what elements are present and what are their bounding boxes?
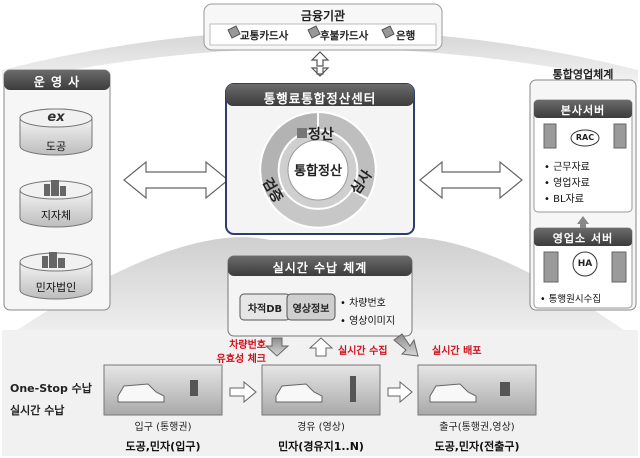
center-core: 통합정산 — [294, 164, 342, 179]
sales-title: 통합영업체계 — [552, 68, 614, 81]
booth-icon — [190, 376, 510, 402]
rac-label: RAC — [575, 133, 595, 142]
stage-sub: 도공,민자(전출구) — [434, 440, 520, 453]
drum-doro — [19, 108, 93, 156]
ha-label: HA — [577, 259, 593, 269]
ha-badge — [572, 251, 598, 277]
top-arch — [2, 30, 638, 84]
deploy-label: 실시간 배포 — [432, 346, 482, 357]
building-icon — [44, 180, 66, 196]
collect-up-arrow — [308, 337, 334, 357]
check-label-2: 유효성 체크 — [216, 354, 266, 365]
branch-header — [534, 228, 632, 246]
branch-item: 통행원시수집 — [548, 294, 602, 305]
center-title: 통행료통합정산센터 — [263, 91, 377, 106]
img-box — [286, 293, 336, 321]
ex-logo: ex — [47, 110, 65, 125]
hq-item: BL자료 — [553, 194, 584, 205]
stage-sub: 도공,민자(입구) — [125, 440, 201, 453]
stage-label: 입구 (통행권) — [134, 422, 192, 433]
img-label: 영상정보 — [292, 304, 330, 315]
server-icon — [543, 251, 627, 283]
finance-title: 금융기관 — [300, 9, 346, 23]
server-icon — [543, 123, 627, 149]
operator-label: 민자법인 — [35, 281, 77, 294]
realtime-header — [228, 256, 412, 276]
building-icon — [42, 252, 65, 268]
branch-hq-arrow — [577, 216, 589, 228]
realtime-item: 차량번호 — [349, 298, 386, 309]
operators-header — [4, 70, 110, 90]
stage-label: 경유 (영상) — [297, 422, 345, 433]
onestop-label: One-Stop 수납 — [10, 382, 92, 395]
finance-items-bar — [209, 23, 437, 46]
deploy-arrow — [393, 333, 419, 357]
hq-item: 근무자료 — [553, 162, 590, 173]
finance-item: 은행 — [396, 30, 416, 42]
segment-settle: 정산 — [308, 127, 334, 143]
car-icon — [117, 383, 477, 403]
finance-center-arrow — [310, 51, 330, 77]
realtime-item: 영상이미지 — [349, 316, 396, 327]
finance-item: 교통카드사 — [240, 30, 289, 42]
stage-arrow — [229, 380, 257, 404]
cycle-diagram — [259, 110, 377, 229]
operator-label: 도공 — [45, 140, 67, 153]
hq-header — [534, 100, 632, 118]
finance-item: 후불카드사 — [320, 30, 369, 42]
check-down-arrow — [264, 337, 290, 357]
center-header — [226, 84, 414, 106]
operators-title: 운 영 사 — [33, 75, 81, 89]
operators-center-arrow — [123, 160, 229, 200]
stage-arrow — [387, 380, 413, 404]
realtime-collect-label: 실시간 수납 — [10, 404, 65, 417]
realtime-title: 실시간 수납 체계 — [272, 261, 368, 275]
rac-badge — [570, 129, 600, 147]
check-label-1: 차량번호 — [229, 340, 266, 351]
drum-minja — [19, 252, 93, 300]
stage-label: 출구(통행권,영상) — [439, 422, 515, 433]
stage-sub: 민자(경유지1..N) — [278, 440, 364, 453]
collect-label: 실시간 수집 — [338, 346, 388, 357]
hq-item: 영업자료 — [553, 178, 590, 189]
center-sales-arrow — [419, 160, 523, 200]
hq-title: 본사서버 — [560, 104, 606, 117]
branch-title: 영업소 서버 — [552, 232, 614, 245]
card-icon — [227, 25, 395, 39]
operator-label: 지자체 — [40, 209, 72, 222]
db-label: 차적DB — [247, 304, 283, 315]
